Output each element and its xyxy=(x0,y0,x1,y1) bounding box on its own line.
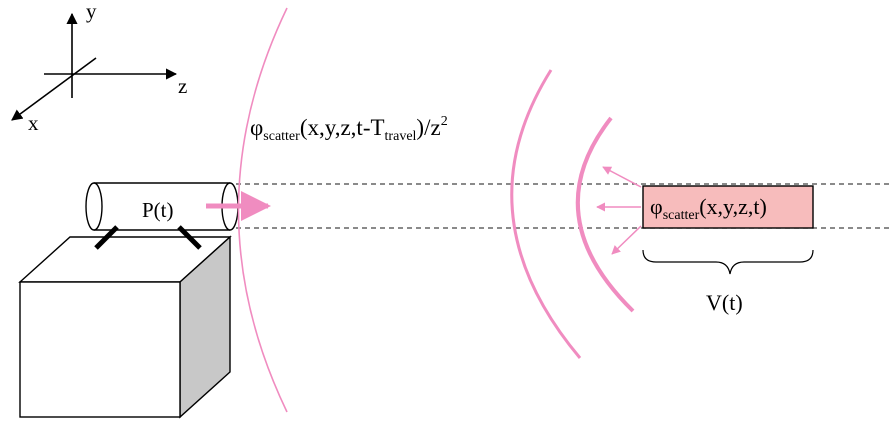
cylinder-back-cap xyxy=(85,182,103,231)
scatterer: φscatter(x,y,z,t) V(t) xyxy=(596,166,814,315)
wavefront-formula: φscatter(x,y,z,t-Ttravel)/z2 xyxy=(250,114,448,144)
volume-brace xyxy=(642,249,814,275)
power-label: P(t) xyxy=(142,198,174,222)
x-axis xyxy=(11,57,97,121)
scatter-arrow-up xyxy=(602,166,642,188)
volume-label: V(t) xyxy=(706,290,743,315)
wavefront-phi-subscript: scatter xyxy=(263,129,300,144)
beam-lines xyxy=(236,183,892,229)
wavefront-args-suffix: )/z xyxy=(416,115,440,140)
returning-wavefront-inner xyxy=(575,116,635,313)
y-axis-label: y xyxy=(86,0,97,23)
scatter-args: (x,y,z,t) xyxy=(699,194,767,219)
wavefront-phi: φ xyxy=(250,115,263,140)
transducer-device: P(t) xyxy=(18,182,271,419)
scatter-arrow-down xyxy=(611,225,642,255)
coordinate-axes: y z x xyxy=(11,0,187,135)
z-axis-label: z xyxy=(178,74,187,98)
scatter-phi: φ xyxy=(650,194,663,219)
wavefront-args-prefix: (x,y,z,t-T xyxy=(300,115,385,140)
wavefronts xyxy=(237,7,635,413)
cylinder-body xyxy=(94,182,230,231)
scatter-formula: φscatter(x,y,z,t) xyxy=(650,194,767,223)
outgoing-wavefront xyxy=(237,7,288,413)
wavefront-exponent: 2 xyxy=(441,114,448,129)
box-front-face xyxy=(19,281,181,418)
x-axis-label: x xyxy=(28,111,39,135)
wavefront-travel-subscript: travel xyxy=(385,129,417,144)
scatter-volume-box xyxy=(642,185,814,229)
returning-wavefront-outer xyxy=(510,69,582,359)
scatter-phi-subscript: scatter xyxy=(663,208,700,223)
